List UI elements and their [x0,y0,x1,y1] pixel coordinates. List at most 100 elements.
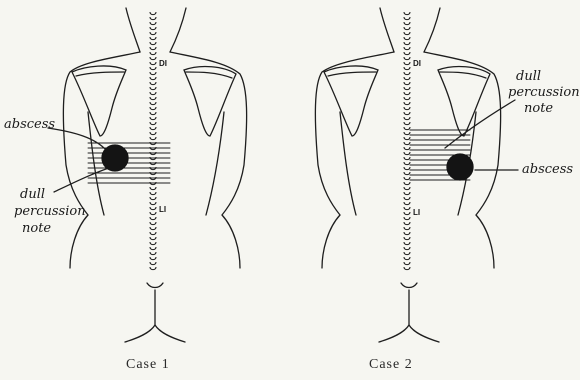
vertebra-mark [150,37,156,40]
case2-spine [404,12,410,270]
vertebra-mark [150,267,156,270]
vertebra-mark [404,237,410,240]
vertebra-mark [404,102,410,105]
vertebra-mark [150,257,156,260]
vertebra-mark [150,262,156,265]
vertebra-mark [404,117,410,120]
case2-left-scapula [324,66,378,136]
vertebra-mark [150,22,156,25]
vertebra-mark [404,42,410,45]
vertebra-mark [150,212,156,215]
vertebra-mark [404,257,410,260]
case2-neck-outline-right [424,8,440,52]
vertebra-mark [404,187,410,190]
vertebra-mark [150,232,156,235]
vertebra-mark [404,177,410,180]
vertebra-mark [150,92,156,95]
vertebra-mark [404,37,410,40]
vertebra-mark [404,197,410,200]
vertebra-mark [150,202,156,205]
vertebra-mark [404,92,410,95]
vertebra-mark [404,82,410,85]
vertebra-mark [404,147,410,150]
vertebra-mark [150,117,156,120]
case2-dull-pointer [445,100,515,148]
vertebra-mark [150,222,156,225]
vertebra-mark [404,227,410,230]
vertebra-mark [150,127,156,130]
case2-gluteal-cleft [379,290,409,342]
vertebra-mark [150,62,156,65]
vertebra-mark [150,217,156,220]
vertebra-mark [150,137,156,140]
vertebra-mark [404,122,410,125]
vertebra-mark [404,12,410,15]
vertebra-mark [404,52,410,55]
vertebra-mark [150,97,156,100]
vertebra-mark [404,192,410,195]
vertebra-mark [150,112,156,115]
vertebra-mark [404,137,410,140]
vertebra-mark [404,247,410,250]
case2-caption: Case 2 [369,357,413,372]
vertebra-mark [404,112,410,115]
vertebra-mark [404,107,410,110]
vertebra-mark [150,242,156,245]
vertebra-mark [150,207,156,210]
case2-dull-label-line2: percussion [508,85,580,100]
case1-dull-area [88,143,170,183]
vertebra-mark [404,172,410,175]
case2-body-outline-left [315,52,394,268]
vertebra-mark [150,187,156,190]
vertebra-mark [150,82,156,85]
vertebra-mark [150,32,156,35]
vertebra-mark [404,142,410,145]
case1-right-arm-line [206,112,224,215]
vertebra-mark [404,232,410,235]
case2-gluteal-top [401,283,417,288]
vertebra-mark [150,17,156,20]
vertebra-mark [404,67,410,70]
vertebra-mark [404,27,410,30]
case2-dull-label-line3: note [524,101,553,116]
vertebra-mark [404,152,410,155]
case2-vertebra-upper: DI [413,59,421,68]
vertebra-mark [404,32,410,35]
vertebra-mark [150,122,156,125]
vertebra-mark [404,212,410,215]
case1-vertebra-lower: LI [159,205,166,214]
case1-gluteal-right [155,325,185,342]
vertebra-mark [150,57,156,60]
case1-abscess-label: abscess [4,117,55,132]
vertebra-mark [150,72,156,75]
case1-gluteal-cleft [125,290,155,342]
case1-spine [150,12,156,270]
vertebra-mark [150,52,156,55]
case2-abscess [447,154,473,180]
vertebra-mark [404,132,410,135]
vertebra-mark [150,247,156,250]
vertebra-mark [404,17,410,20]
vertebra-mark [404,217,410,220]
vertebra-mark [404,77,410,80]
vertebra-mark [150,102,156,105]
vertebra-mark [404,242,410,245]
case1-figure [48,8,247,342]
vertebra-mark [404,127,410,130]
vertebra-mark [150,67,156,70]
vertebra-mark [404,262,410,265]
case1-body-outline-right [170,52,247,268]
case1-left-scapula-spine [76,72,124,76]
case1-dull-label-line1: dull [20,187,45,202]
vertebra-mark [150,42,156,45]
vertebra-mark [404,252,410,255]
vertebra-mark [150,237,156,240]
case2-neck-outline [380,8,394,52]
vertebra-mark [150,132,156,135]
case2-vertebra-lower: LI [413,208,420,217]
vertebra-mark [404,157,410,160]
vertebra-mark [404,87,410,90]
vertebra-mark [150,47,156,50]
